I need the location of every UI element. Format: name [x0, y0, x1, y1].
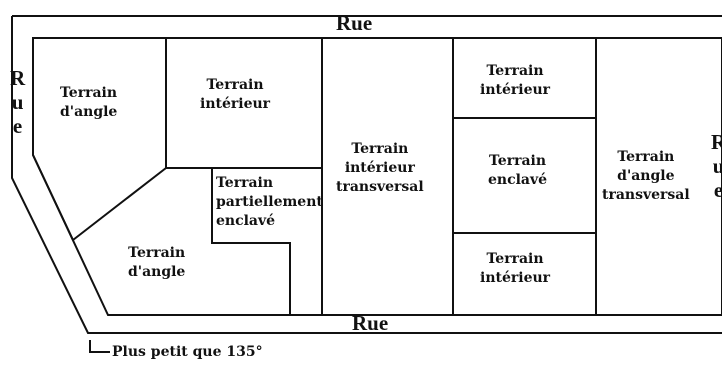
lot-division-lines	[32, 38, 597, 315]
street-label-bottom: Rue	[352, 311, 389, 335]
street-label-top: Rue	[336, 11, 373, 35]
angle-indicator-line	[89, 340, 110, 353]
block-outline	[32, 37, 722, 316]
outer-street-line	[11, 15, 722, 334]
angle-note: Plus petit que 135°	[112, 344, 263, 360]
